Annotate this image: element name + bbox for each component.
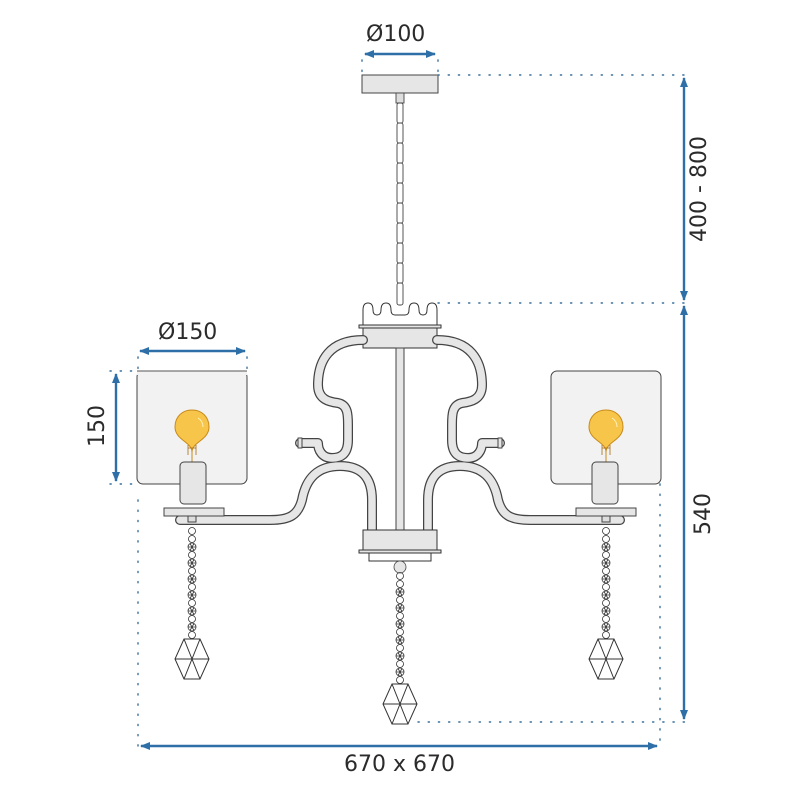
left-lamp (136, 370, 248, 680)
suspension-length-label: 400 - 800 (687, 136, 712, 242)
overall-width-label: 670 x 670 (344, 752, 455, 777)
left-cup (163, 507, 225, 517)
center-pendant (382, 560, 418, 725)
canopy-diameter-label: Ø100 (366, 22, 426, 47)
left-bulb-icon (174, 409, 210, 462)
dotted-guides (109, 59, 687, 747)
right-cup (575, 507, 637, 517)
shade-diameter-label: Ø150 (158, 320, 218, 345)
crown-ornament (358, 302, 442, 349)
right-bulb-icon (588, 409, 624, 462)
bottom-hub (358, 529, 442, 562)
suspension-chain (395, 92, 405, 306)
shade-height-label: 150 (85, 405, 110, 447)
body-height-label: 540 (691, 493, 716, 535)
dimension-lines (112, 50, 688, 750)
right-lamp (550, 370, 662, 680)
central-rod (395, 347, 405, 531)
scroll-arms (175, 335, 625, 535)
left-socket (179, 461, 207, 505)
ceiling-canopy (361, 74, 439, 94)
right-socket (591, 461, 619, 505)
